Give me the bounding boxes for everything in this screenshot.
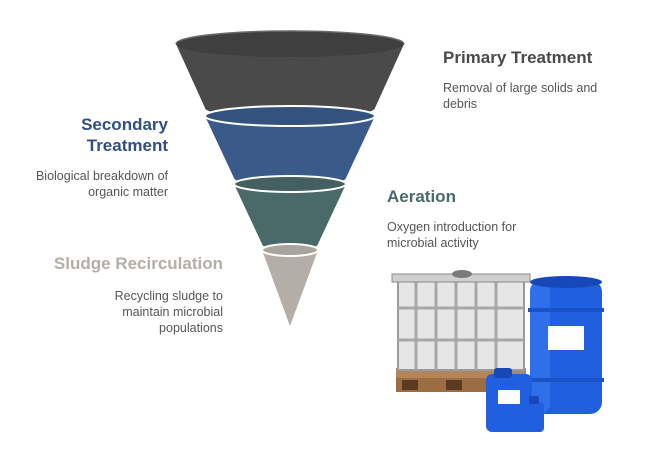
funnel-segment-aeration <box>233 175 347 250</box>
funnel-segment-sludge-body <box>262 250 318 326</box>
funnel-segment-primary-body <box>176 44 404 118</box>
blue-jerrycan <box>486 368 532 432</box>
stage-desc-secondary-treatment: Biological breakdown of organic matter <box>35 169 168 199</box>
funnel-segment-sludge-recirculation <box>261 243 319 326</box>
funnel-segment-sludge-top <box>261 243 319 257</box>
stage-title-secondary-treatment: Secondary Treatment <box>81 115 168 155</box>
stage-desc-sludge-recirculation: Recycling sludge to maintain microbial p… <box>114 289 223 335</box>
stage-desc-primary-treatment: Removal of large solids and debris <box>443 81 598 111</box>
ibc-tote-tank <box>391 270 531 371</box>
jerrycan-label <box>498 390 520 404</box>
tanks-illustration <box>391 270 604 432</box>
drum-label <box>548 326 584 350</box>
funnel-segment-primary-treatment <box>175 30 405 118</box>
funnel-segment-secondary-treatment <box>204 105 376 186</box>
funnel-segment-aeration-top <box>233 175 347 193</box>
small-blue-bottle <box>524 396 544 432</box>
stage-title-aeration: Aeration <box>387 187 456 206</box>
funnel-segment-primary-top <box>176 31 404 57</box>
funnel-segment-secondary-body <box>205 116 375 186</box>
funnel-segment-aeration-body <box>234 184 346 250</box>
stage-title-primary-treatment: Primary Treatment <box>443 48 593 67</box>
large-blue-drum <box>528 276 604 414</box>
stage-title-sludge-recirculation: Sludge Recirculation <box>53 254 223 273</box>
stage-desc-aeration: Oxygen introduction for microbial activi… <box>387 220 517 250</box>
funnel-segment-secondary-top <box>204 105 376 127</box>
